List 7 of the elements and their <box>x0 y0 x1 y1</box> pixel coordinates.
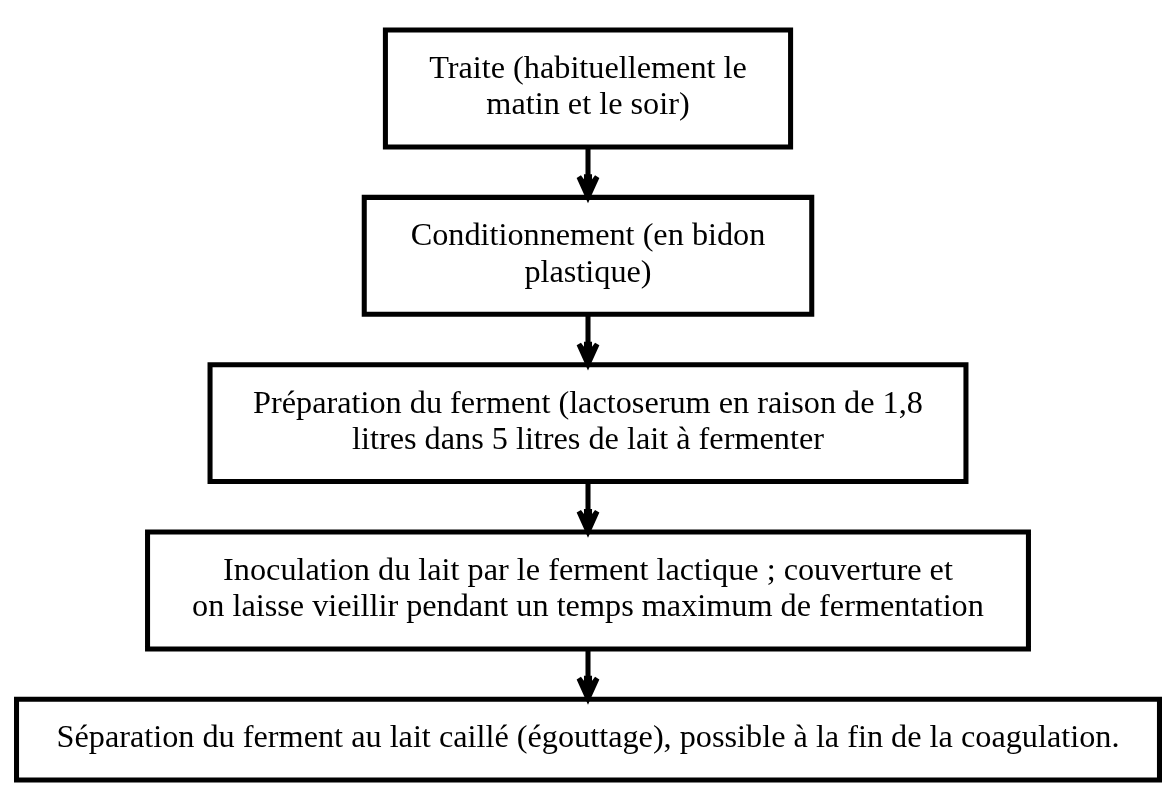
arrow <box>576 482 600 535</box>
node-box: Séparation du ferment au lait caillé (égouttage), possible à la fin de la coagulation. <box>14 696 1162 783</box>
node-box: Conditionnement (en bidon plastique) <box>361 194 815 317</box>
node-box: Traite (habituellement le matin et le soir) <box>382 27 794 150</box>
arrow <box>576 147 600 200</box>
node-box: Inoculation du lait par le ferment lactique ; couverture et on laisse vieillir pendant un temps maximum de fermentation <box>145 529 1031 652</box>
node-box: Préparation du ferment (lactoserum en raison de 1,8 litres dans 5 litres de lait à fermenter <box>207 362 969 485</box>
